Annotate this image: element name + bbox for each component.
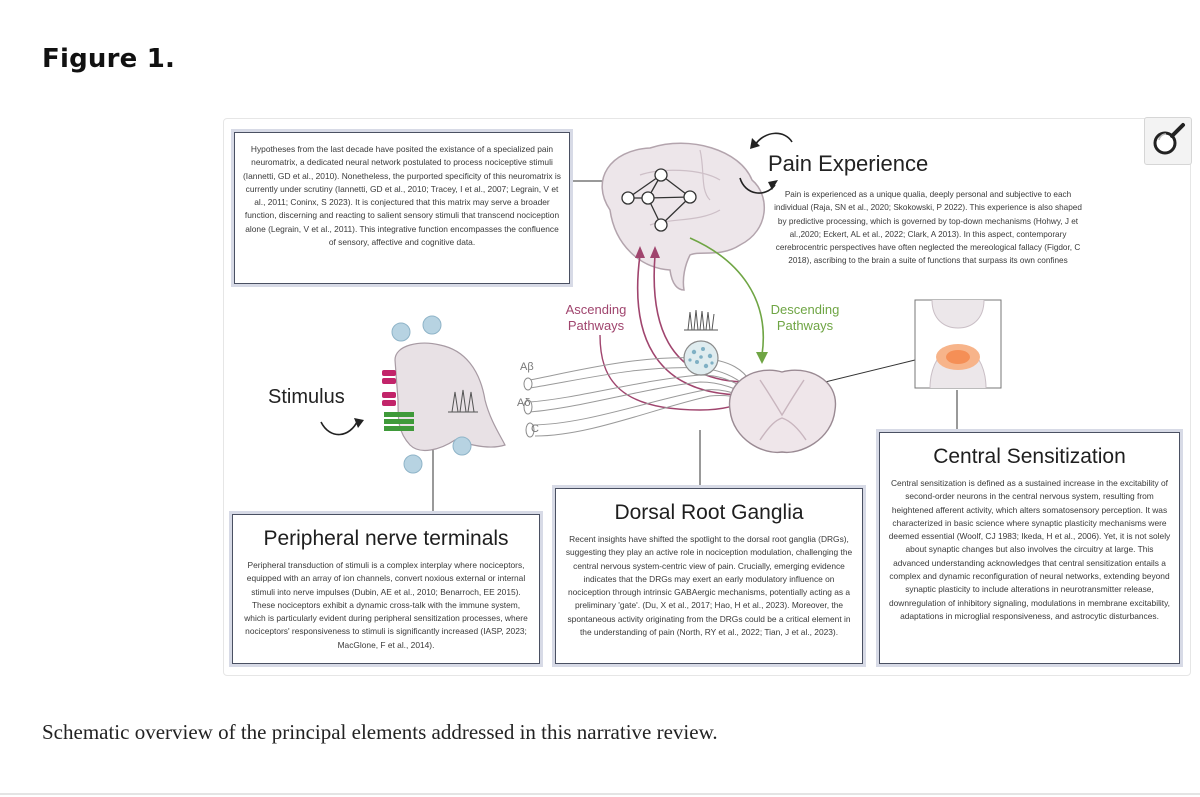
neuromatrix-box: Hypotheses from the last decade have pos… — [234, 132, 570, 284]
synapse-inset — [914, 299, 1002, 389]
stimulus-arrow — [320, 419, 359, 436]
stimulus-label: Stimulus — [268, 386, 345, 408]
figure-label: Figure 1. — [42, 44, 176, 74]
ascending-pathway-1 — [636, 254, 746, 396]
magnifier-icon — [1153, 123, 1185, 155]
drg-title: Dorsal Root Ganglia — [614, 501, 804, 524]
immune-cell-icons — [391, 315, 472, 474]
peripheral-terminal-illustration — [320, 315, 506, 474]
ion-channel-icon — [384, 412, 414, 431]
fiber-label-adelta: Aδ — [517, 397, 531, 409]
fiber-label-abeta: Aβ — [520, 361, 534, 373]
descending-pathways-label: Descending Pathways — [770, 302, 840, 333]
peripheral-text: Peripheral transduction of stimuli is a … — [244, 560, 528, 650]
ascending-pathways-label: Ascending Pathways — [565, 302, 627, 333]
drg-body-illustration — [683, 309, 719, 376]
drg-text: Recent insights have shifted the spotlig… — [565, 534, 853, 638]
neuromatrix-text: Hypotheses from the last decade have pos… — [243, 144, 561, 248]
drg-box: Dorsal Root Ganglia Recent insights have… — [555, 488, 863, 664]
spinal-cord-illustration — [728, 369, 837, 454]
zoom-button[interactable] — [1144, 117, 1192, 165]
bottom-divider — [0, 793, 1200, 795]
receptor-icon — [382, 370, 396, 406]
afferent-fibers — [529, 357, 753, 437]
figure-caption: Schematic overview of the principal elem… — [42, 720, 718, 744]
brain-illustration — [601, 142, 765, 291]
peripheral-title: Peripheral nerve terminals — [263, 527, 509, 550]
central-sensitization-text: Central sensitization is defined as a su… — [888, 478, 1171, 621]
peripheral-box: Peripheral nerve terminals Peripheral tr… — [232, 514, 540, 664]
pain-experience-title: Pain Experience — [768, 151, 929, 176]
descending-pathway — [689, 237, 764, 356]
ascending-pathway-2 — [653, 254, 749, 383]
fiber-label-c: C — [531, 423, 539, 435]
central-sensitization-box: Central Sensitization Central sensitizat… — [879, 432, 1180, 664]
cycle-arrow-top — [754, 132, 793, 146]
central-sensitization-title: Central Sensitization — [933, 445, 1126, 468]
pain-experience-text: Pain is experienced as a unique qualia, … — [774, 190, 1082, 266]
